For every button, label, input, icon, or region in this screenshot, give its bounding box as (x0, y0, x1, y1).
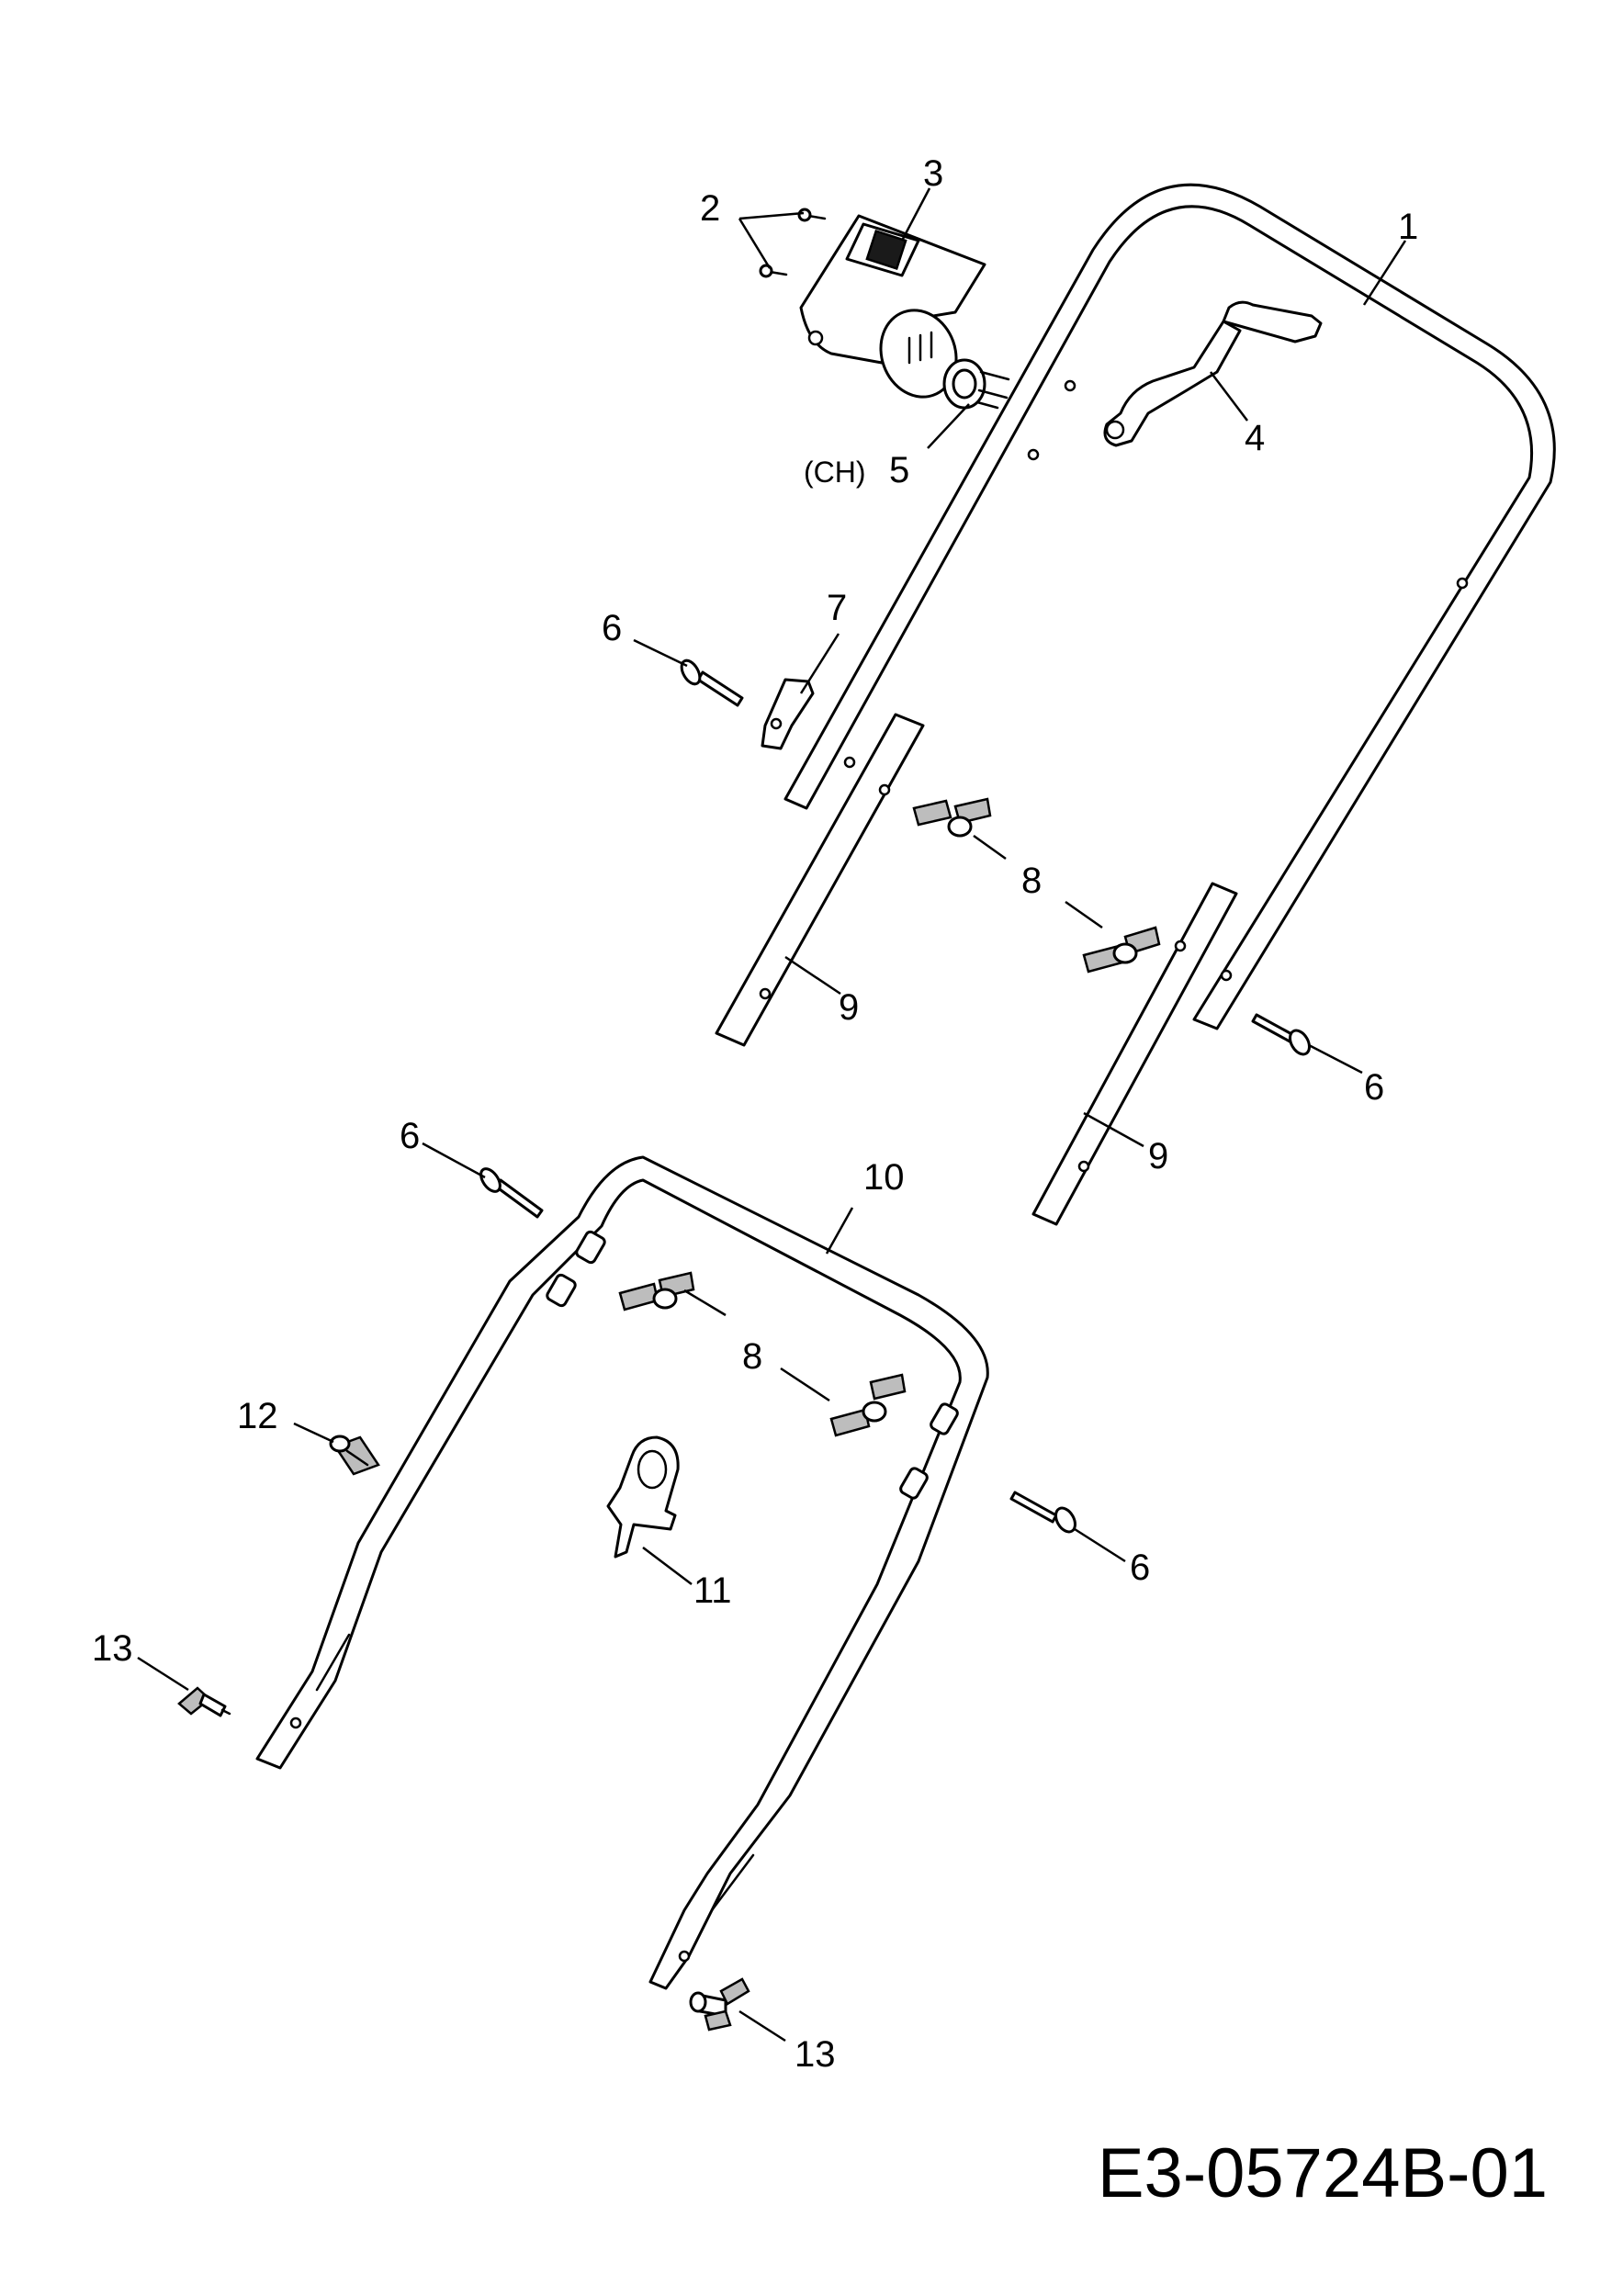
cable-guide-bracket (606, 1435, 680, 1559)
callout-11: 11 (693, 1570, 732, 1611)
callout-7: 7 (827, 588, 847, 628)
callout-13-left: 13 (92, 1628, 133, 1669)
carriage-bolt-upper-right (1251, 1013, 1311, 1056)
variant-note: (CH) (804, 456, 866, 489)
callout-labels: 1 2 3 4 5 (CH) 6 7 8 9 6 9 6 10 8 12 6 1… (92, 153, 1418, 2075)
callout-4: 4 (1245, 418, 1265, 458)
callout-6-lower-left: 6 (400, 1116, 420, 1156)
callout-3: 3 (923, 153, 943, 194)
callout-13-right: 13 (795, 2034, 836, 2075)
callout-9-left: 9 (839, 987, 859, 1028)
callout-6-upper-left: 6 (602, 608, 622, 648)
bail-lever (1103, 300, 1323, 447)
handle-lock-left (177, 1686, 231, 1717)
callout-12: 12 (237, 1396, 278, 1436)
lower-handle (255, 1155, 989, 1990)
ch-plug (942, 358, 1010, 410)
callout-8-lower: 8 (742, 1336, 762, 1377)
switch-box (799, 214, 986, 399)
carriage-bolt-lower-right (1009, 1491, 1076, 1534)
carriage-bolt-upper-left (680, 658, 744, 707)
wing-knob-lower-1 (618, 1271, 695, 1311)
screw-pair (759, 208, 827, 278)
callout-6-lower-right: 6 (1130, 1548, 1150, 1588)
leader-lines (137, 187, 1407, 2043)
wing-knob-lower-2 (829, 1373, 907, 1437)
callout-10: 10 (863, 1157, 905, 1198)
handle-strap-left (715, 713, 925, 1047)
cable-bushing (329, 1435, 380, 1476)
callout-9-right: 9 (1148, 1136, 1168, 1176)
callout-1: 1 (1398, 207, 1418, 247)
callout-6-upper-right: 6 (1364, 1067, 1384, 1108)
handle-lock-right (689, 1977, 750, 2032)
carriage-bolt-lower-left (479, 1167, 544, 1219)
handle-strap-right (1031, 882, 1238, 1226)
callout-2: 2 (700, 188, 720, 229)
upper-handle (783, 183, 1556, 1030)
cable-clip (761, 678, 815, 750)
drawing-number: E3-05724B-01 (1098, 2134, 1548, 2212)
callout-5: 5 (889, 450, 909, 490)
wing-knob-upper-1 (912, 797, 992, 838)
callout-8-upper: 8 (1021, 861, 1042, 901)
wing-knob-upper-2 (1082, 926, 1161, 974)
